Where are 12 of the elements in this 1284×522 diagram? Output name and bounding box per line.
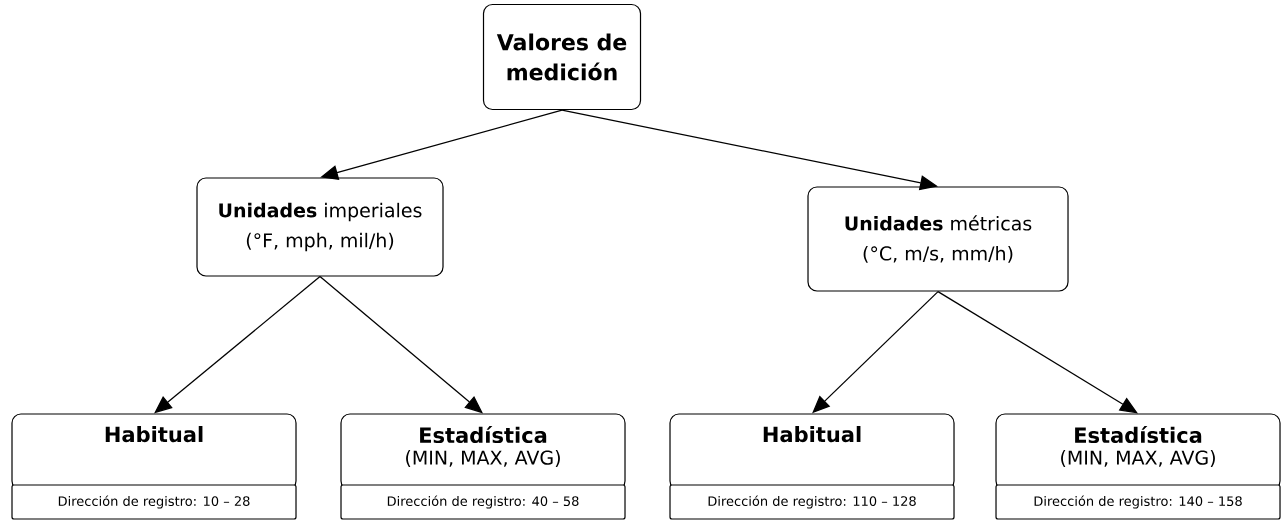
root-box: Valores de medición (482, 3, 642, 111)
register-box: Dirección de registro: 110 – 128 (669, 484, 955, 520)
register-box: Dirección de registro: 10 – 28 (11, 484, 297, 520)
category-box: Unidades métricas (°C, m/s, mm/h) (807, 186, 1069, 292)
register-box: Dirección de registro: 40 – 58 (340, 484, 626, 520)
type-box: Habitual (11, 413, 297, 491)
type-box: Estadística (MIN, MAX, AVG) (995, 413, 1281, 491)
register-box: Dirección de registro: 140 – 158 (995, 484, 1281, 520)
type-box: Estadística (MIN, MAX, AVG) (340, 413, 626, 491)
type-box: Habitual (669, 413, 955, 491)
arrow (937, 290, 1138, 414)
category-box: Unidades imperiales (°F, mph, mil/h) (196, 177, 444, 277)
